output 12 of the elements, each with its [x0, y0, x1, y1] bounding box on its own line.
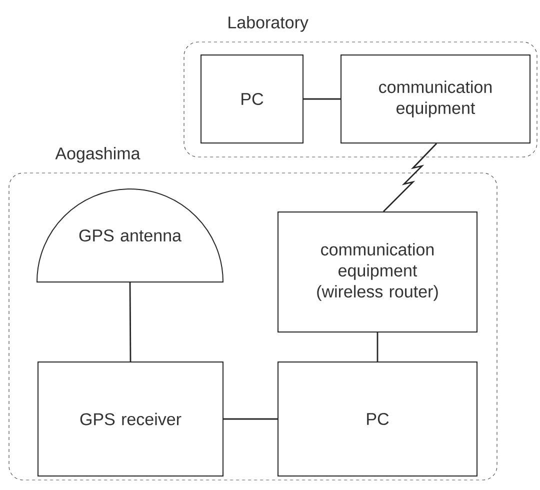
device-box: communication equipment [340, 54, 530, 144]
device-box: PC [278, 362, 478, 476]
device-box: GPS receiver [38, 362, 224, 476]
connector-line [376, 332, 378, 362]
connector-line [304, 98, 340, 100]
group-heading: Aogashima [55, 146, 140, 163]
device-box: communication equipment (wireless router) [278, 212, 478, 332]
connector-line [129, 282, 132, 362]
group-heading: Laboratory [228, 16, 308, 32]
connector-line [224, 418, 278, 420]
device-box: PC [200, 54, 304, 144]
antenna-dome: GPS antenna [36, 188, 224, 282]
